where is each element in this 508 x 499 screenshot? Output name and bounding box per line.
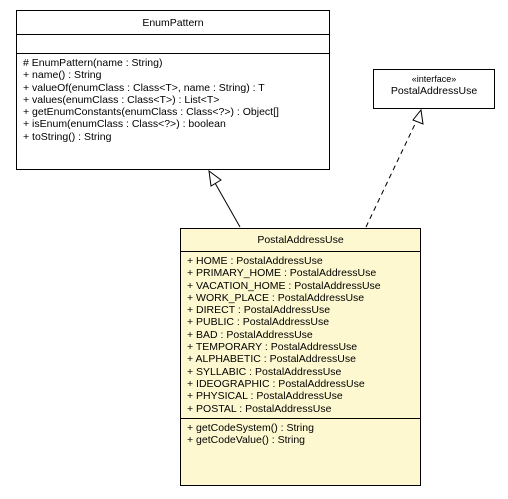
generalization-line	[214, 182, 241, 228]
attribute: + ALPHABETIC : PostalAddressUse	[187, 353, 356, 366]
operation: + isEnum(enumClass : Class<?>) : boolean	[23, 118, 226, 131]
realization-line	[365, 121, 417, 228]
enum-pattern-operations: # EnumPattern(name : String) + name() : …	[17, 53, 329, 146]
enum-pattern-title: EnumPattern	[142, 17, 204, 29]
enum-pattern-attributes	[17, 34, 329, 53]
postal-address-use-interface[interactable]: «interface» PostalAddressUse	[373, 69, 495, 109]
postal-class-operations: + getCodeSystem() : String + getCodeValu…	[181, 417, 420, 450]
operation: + name() : String	[23, 69, 102, 82]
attribute: + TEMPORARY : PostalAddressUse	[187, 341, 358, 354]
attribute: + PHYSICAL : PostalAddressUse	[187, 390, 343, 403]
attribute: + PUBLIC : PostalAddressUse	[187, 316, 330, 329]
interface-header: «interface» PostalAddressUse	[374, 70, 494, 102]
generalization-arrowhead	[208, 169, 222, 187]
postal-address-use-class[interactable]: PostalAddressUse + HOME : PostalAddressU…	[180, 228, 421, 486]
attribute: + PRIMARY_HOME : PostalAddressUse	[187, 267, 377, 280]
attribute: + DIRECT : PostalAddressUse	[187, 304, 331, 317]
postal-class-title: PostalAddressUse	[257, 234, 344, 246]
attribute: + SYLLABIC : PostalAddressUse	[187, 365, 342, 378]
realization-arrowhead	[412, 108, 424, 125]
interface-name: PostalAddressUse	[390, 85, 478, 97]
operation: + values(enumClass : Class<T>) : List<T>	[23, 93, 220, 106]
attribute: + BAD : PostalAddressUse	[187, 328, 313, 341]
operation: + getCodeValue() : String	[187, 434, 305, 447]
attribute: + WORK_PLACE : PostalAddressUse	[187, 291, 365, 304]
attribute: + HOME : PostalAddressUse	[187, 255, 323, 267]
operation: + valueOf(enumClass : Class<T>, name : S…	[23, 81, 265, 94]
attribute: + IDEOGRAPHIC : PostalAddressUse	[187, 377, 365, 390]
operation: + toString() : String	[23, 130, 112, 143]
operation: + getCodeSystem() : String	[187, 421, 314, 434]
operation: # EnumPattern(name : String)	[23, 57, 163, 69]
enum-pattern-class[interactable]: EnumPattern # EnumPattern(name : String)…	[16, 10, 330, 170]
interface-stereotype: «interface»	[411, 74, 457, 84]
operation: + getEnumConstants(enumClass : Class<?>)…	[23, 106, 279, 119]
postal-class-attributes: + HOME : PostalAddressUse + PRIMARY_HOME…	[181, 251, 420, 418]
attribute: + POSTAL : PostalAddressUse	[187, 402, 332, 415]
attribute: + VACATION_HOME : PostalAddressUse	[187, 279, 381, 292]
